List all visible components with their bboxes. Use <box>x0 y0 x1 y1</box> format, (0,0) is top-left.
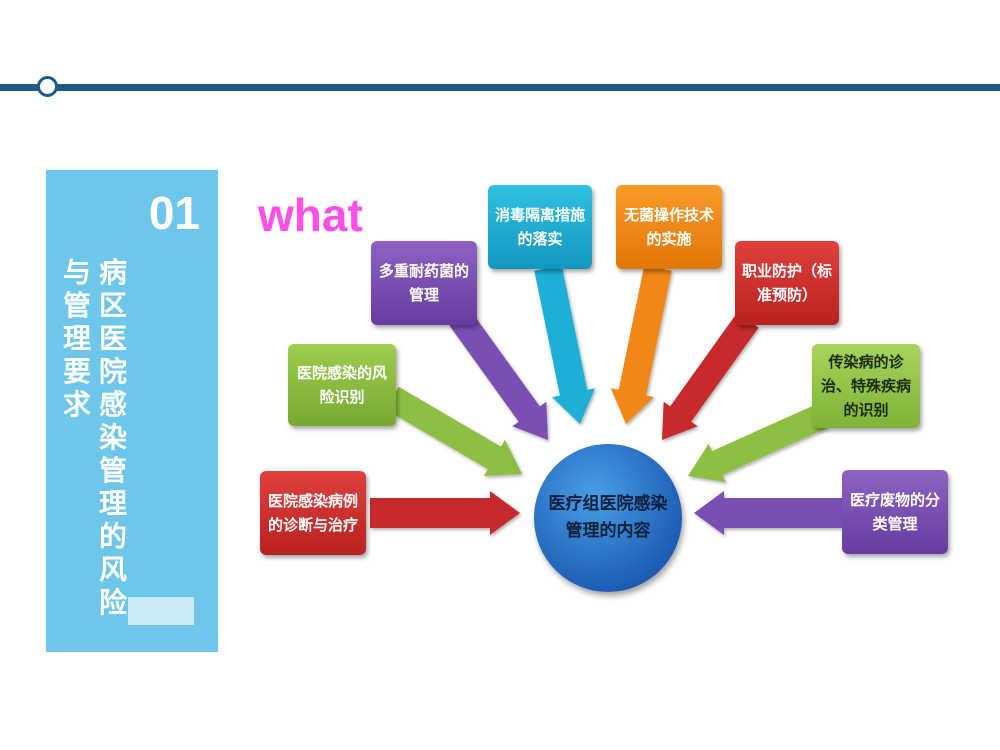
what-label: what <box>258 189 363 241</box>
section-title-line-1: 病区医院感染管理的风险 <box>98 256 127 619</box>
arrow-mdro <box>449 310 548 440</box>
center-circle: 医疗组医院感染管理的内容 <box>534 444 682 592</box>
arrow-risk-identification <box>385 386 522 476</box>
item-box-aseptic: 无菌操作技术的实施 <box>616 185 722 269</box>
item-box-diagnosis: 医院感染病例的诊断与治疗 <box>260 471 366 555</box>
item-box-risk-identification: 医院感染的风险识别 <box>288 344 396 426</box>
item-box-disinfection: 消毒隔离措施的落实 <box>488 185 592 269</box>
arrow-diagnosis <box>370 491 520 535</box>
item-box-medical-waste: 医疗废物的分类管理 <box>842 470 948 554</box>
item-box-mdro: 多重耐药菌的管理 <box>371 241 477 325</box>
arrow-medical-waste <box>694 491 842 535</box>
panel-marker <box>128 597 194 625</box>
arrow-infectious-disease <box>688 404 828 483</box>
arrow-occupational-protection <box>662 312 759 440</box>
section-title-line-2: 与管理要求 <box>62 256 91 421</box>
arrow-disinfection <box>534 265 596 424</box>
circle-bullet-icon <box>37 76 58 97</box>
item-box-occupational-protection: 职业防护（标准预防） <box>735 241 839 325</box>
arrow-aseptic <box>610 265 672 424</box>
section-panel: 01 病区医院感染管理的风险 与管理要求 <box>46 170 218 652</box>
section-number: 01 <box>148 187 200 239</box>
item-box-infectious-disease: 传染病的诊治、特殊疾病的识别 <box>812 344 920 428</box>
top-rule <box>0 84 1000 91</box>
